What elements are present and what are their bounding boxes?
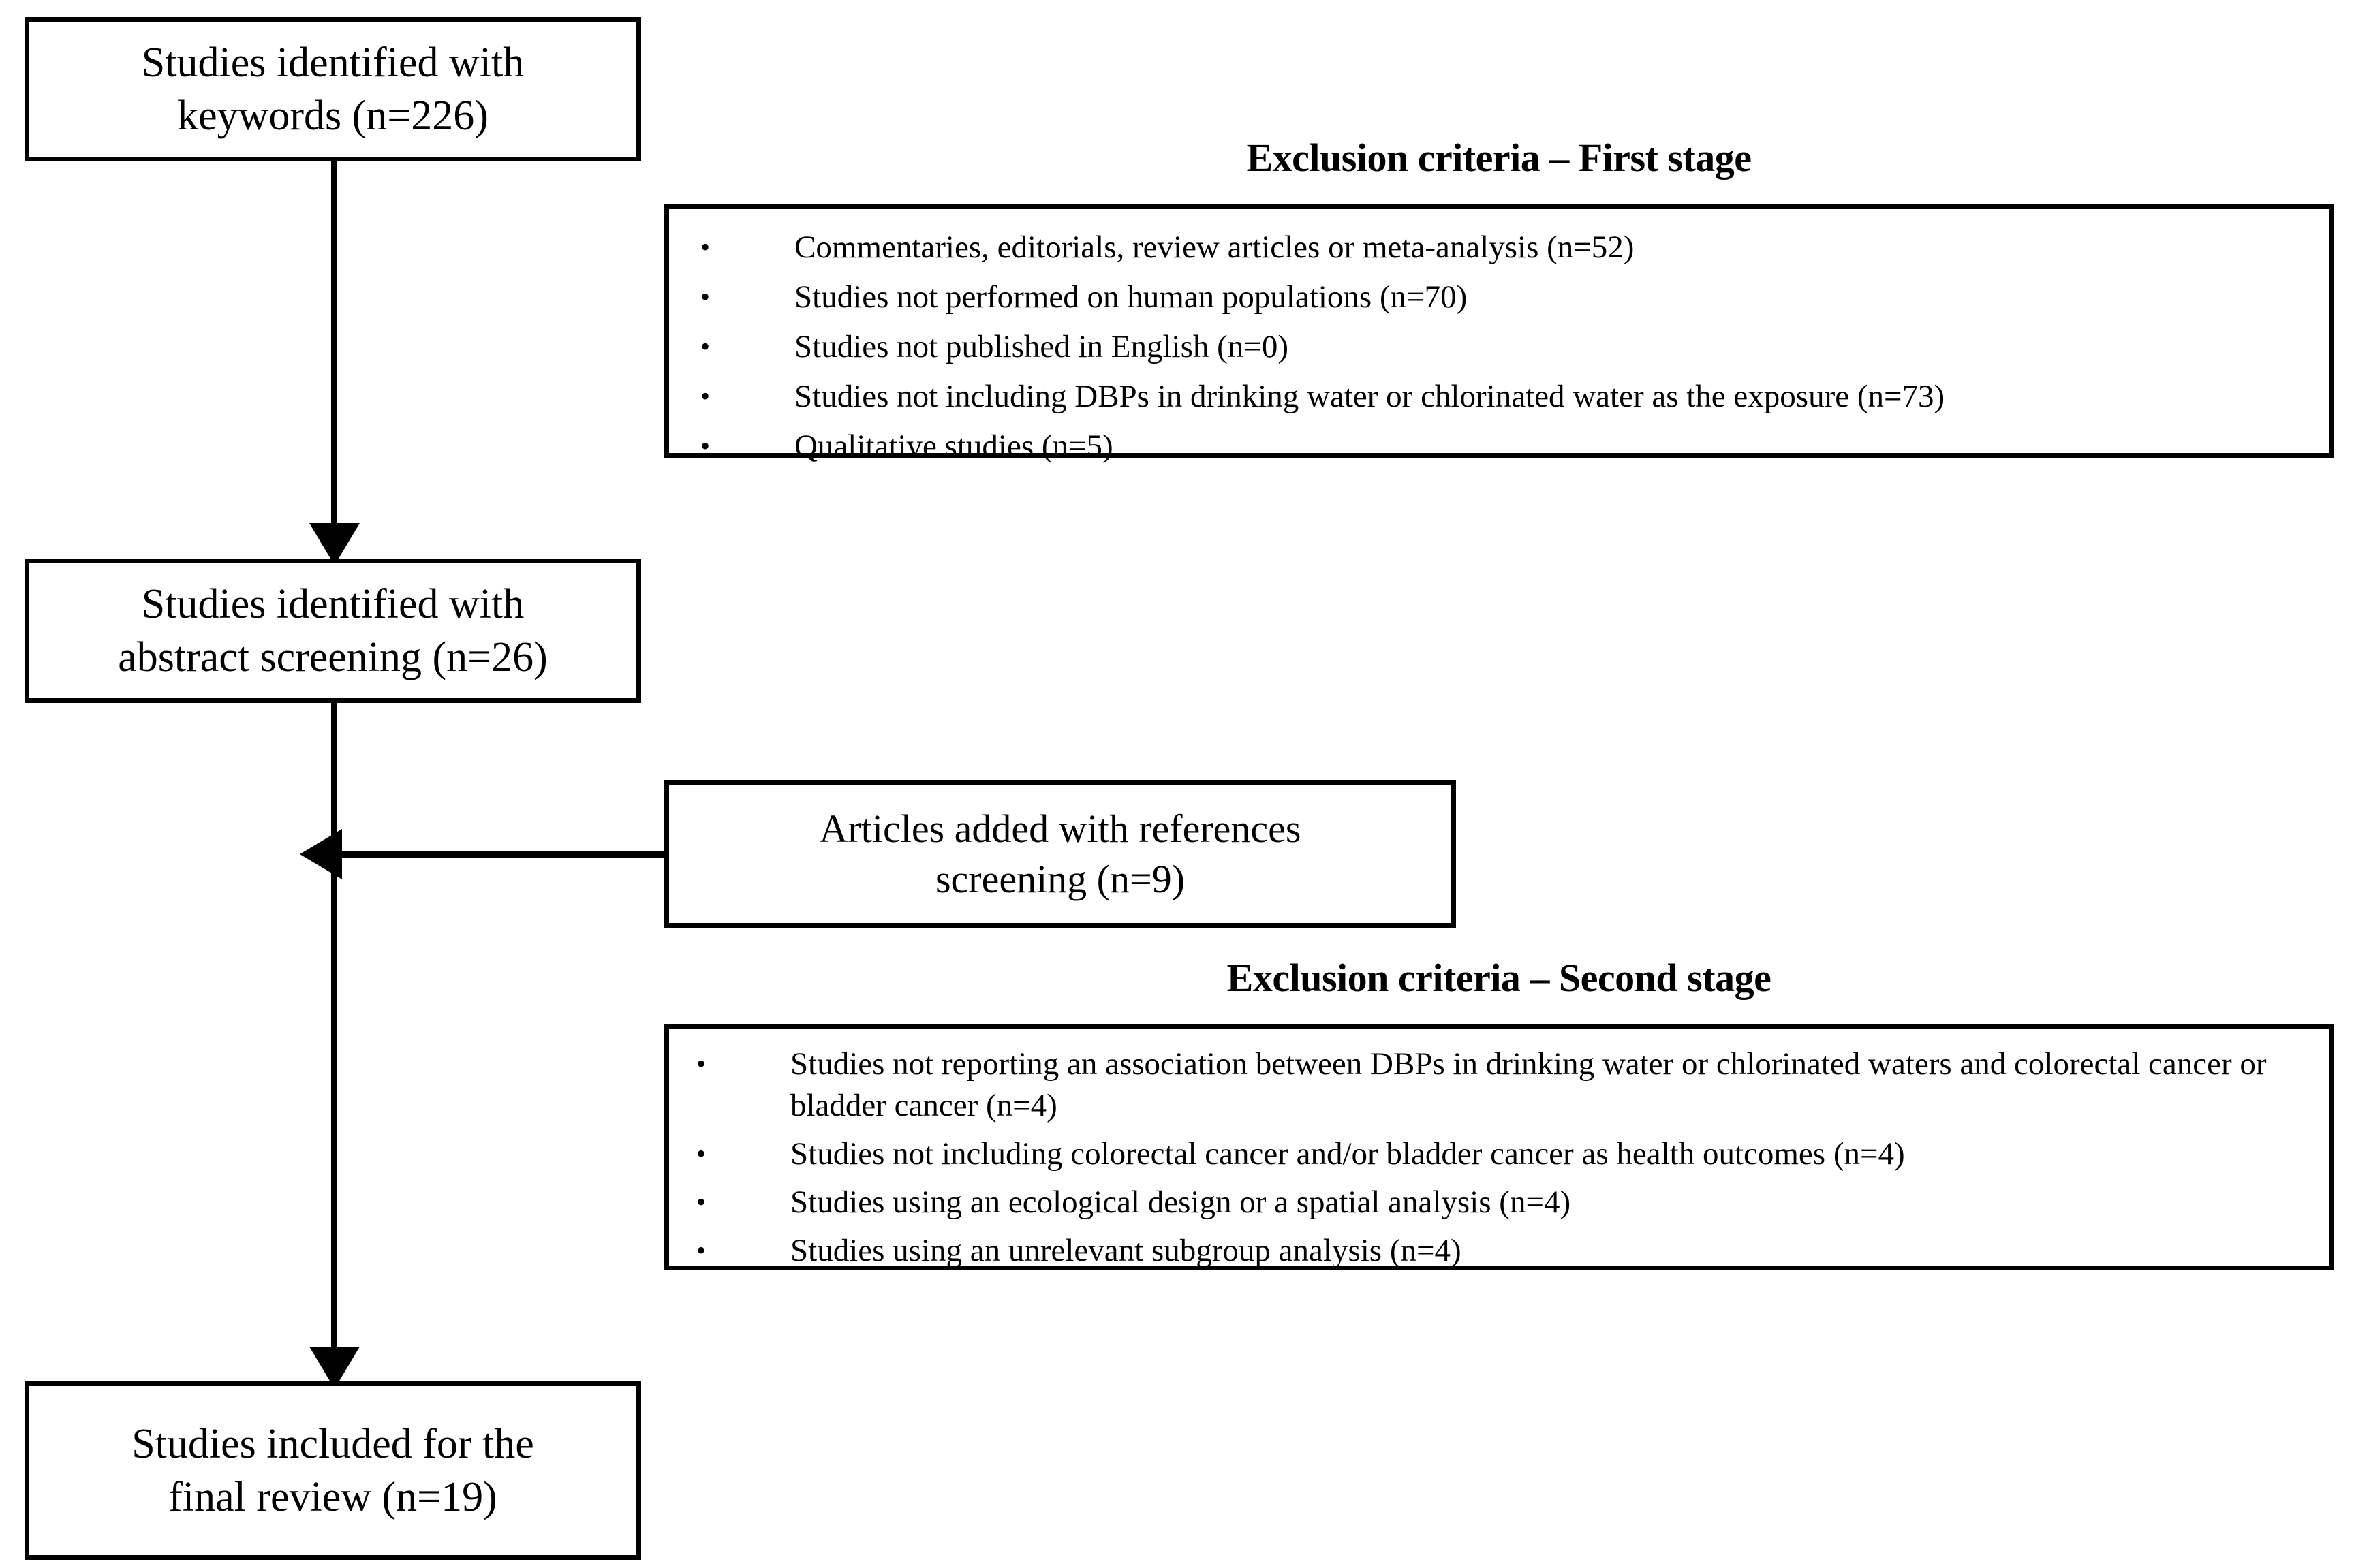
connector-line-articles-added <box>341 851 666 858</box>
bullet-icon: • <box>696 1187 707 1218</box>
exclusion-first-item: • Qualitative studies (n=5) <box>694 426 2315 467</box>
flow-box-identified-keywords: Studies identified with keywords (n=226) <box>25 17 641 161</box>
exclusion-second-stage-heading: Exclusion criteria – Second stage <box>1226 956 1771 1000</box>
flow-box-identified-abstract-line2: abstract screening (n=26) <box>118 634 548 680</box>
bullet-icon: • <box>696 1048 707 1079</box>
exclusion-first-stage-heading: Exclusion criteria – First stage <box>1246 136 1752 180</box>
exclusion-first-item-text: Commentaries, editorials, review article… <box>794 230 1635 265</box>
flow-box-included-final-line1: Studies included for the <box>131 1420 534 1467</box>
flow-box-articles-added-line2: screening (n=9) <box>935 856 1186 901</box>
bullet-icon: • <box>696 1138 707 1170</box>
exclusion-second-item-text: Studies using an ecological design or a … <box>790 1185 1571 1221</box>
exclusion-first-stage-list: • Commentaries, editorials, review artic… <box>669 209 2329 467</box>
exclusion-first-item: • Commentaries, editorials, review artic… <box>694 227 2315 268</box>
exclusion-first-item: • Studies not performed on human populat… <box>694 277 2315 318</box>
bullet-icon: • <box>700 331 711 362</box>
flow-box-articles-added-line1: Articles added with references <box>819 806 1301 851</box>
exclusion-first-item: • Studies not including DBPs in drinking… <box>694 376 2315 418</box>
exclusion-second-stage-box: • Studies not reporting an association b… <box>664 1024 2334 1270</box>
exclusion-second-item: • Studies using an unrelevant subgroup a… <box>690 1230 2315 1272</box>
exclusion-first-item-text: Studies not published in English (n=0) <box>794 329 1288 365</box>
flow-box-articles-added: Articles added with references screening… <box>664 780 1456 928</box>
exclusion-second-item: • Studies not reporting an association b… <box>690 1044 2315 1127</box>
flow-box-identified-keywords-text: Studies identified with keywords (n=226) <box>132 36 533 142</box>
bullet-icon: • <box>700 430 711 462</box>
exclusion-first-item-text: Studies not including DBPs in drinking w… <box>794 379 1945 415</box>
flow-box-identified-abstract: Studies identified with abstract screeni… <box>25 559 641 703</box>
exclusion-second-item: • Studies not including colorectal cance… <box>690 1133 2315 1175</box>
flow-box-identified-abstract-text: Studies identified with abstract screeni… <box>108 578 557 684</box>
bullet-icon: • <box>696 1235 707 1266</box>
flow-box-included-final-text: Studies included for the final review (n… <box>122 1417 544 1524</box>
exclusion-second-stage-list: • Studies not reporting an association b… <box>669 1029 2329 1272</box>
flow-box-included-final: Studies included for the final review (n… <box>25 1381 641 1560</box>
flow-box-included-final-line2: final review (n=19) <box>168 1474 497 1520</box>
flow-box-identified-keywords-line1: Studies identified with <box>141 39 525 86</box>
exclusion-first-stage-box: • Commentaries, editorials, review artic… <box>664 204 2334 464</box>
exclusion-first-item-text: Studies not performed on human populatio… <box>794 279 1468 315</box>
connector-line-abstract-to-final <box>331 702 337 1356</box>
exclusion-second-item-text: Studies not including colorectal cancer … <box>790 1136 1905 1172</box>
arrowhead-down-to-abstract <box>309 523 360 565</box>
flow-box-identified-keywords-line2: keywords (n=226) <box>177 93 489 139</box>
bullet-icon: • <box>700 232 711 262</box>
flow-box-identified-abstract-line1: Studies identified with <box>141 580 525 627</box>
exclusion-first-item-text: Qualitative studies (n=5) <box>794 428 1113 465</box>
exclusion-second-item-text: Studies using an unrelevant subgroup ana… <box>790 1233 1461 1269</box>
exclusion-first-item: • Studies not published in English (n=0) <box>694 326 2315 368</box>
exclusion-second-item: • Studies using an ecological design or … <box>690 1182 2315 1223</box>
flow-box-articles-added-text: Articles added with references screening… <box>810 804 1311 903</box>
bullet-icon: • <box>700 381 711 412</box>
exclusion-second-item-text: Studies not reporting an association bet… <box>790 1046 2267 1124</box>
arrowhead-left-articles-added <box>300 829 342 879</box>
connector-line-keywords-to-abstract <box>331 161 337 532</box>
bullet-icon: • <box>700 281 711 313</box>
